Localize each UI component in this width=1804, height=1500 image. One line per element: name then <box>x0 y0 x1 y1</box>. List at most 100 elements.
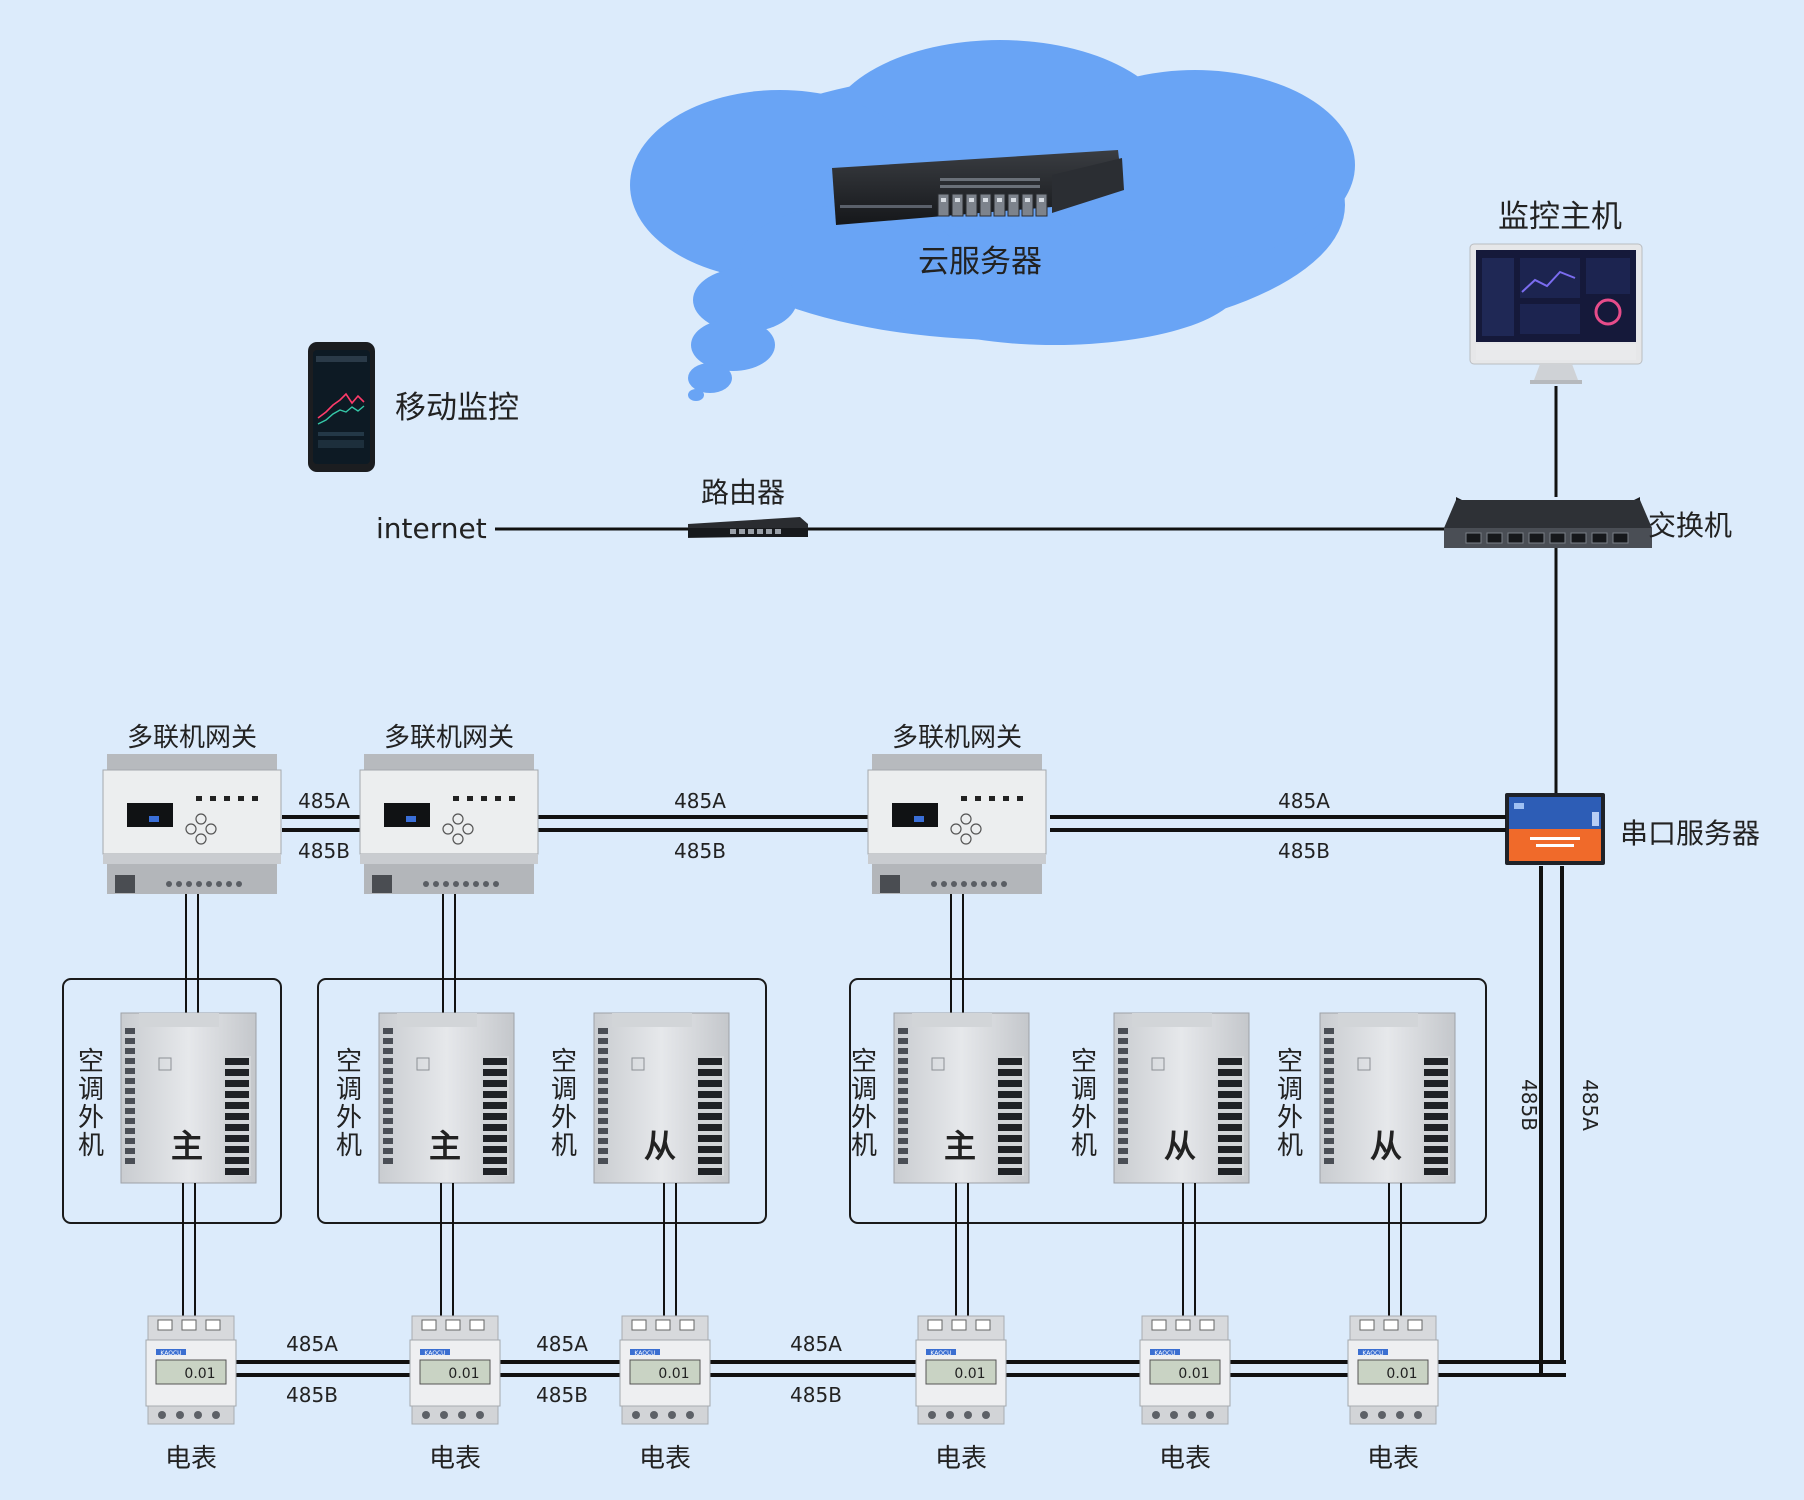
svg-text:机: 机 <box>1277 1131 1303 1161</box>
meter-brand-badge <box>1150 1349 1180 1355</box>
gw-bus-a-label-3: 485A <box>1278 789 1330 813</box>
meter-brand-badge <box>1358 1349 1388 1355</box>
vertical-bus-b-label: 485B <box>1517 1079 1541 1131</box>
meter-brand-badge <box>630 1349 660 1355</box>
svg-text:机: 机 <box>851 1131 877 1161</box>
network-switch-icon <box>1444 497 1652 548</box>
multi-split-gateway-2: 多联机网关 <box>359 723 539 1013</box>
svg-text:机: 机 <box>336 1131 362 1161</box>
svg-text:空: 空 <box>851 1047 877 1077</box>
svg-text:调: 调 <box>551 1075 577 1105</box>
switch-label: 交换机 <box>1648 509 1732 542</box>
ac-outdoor-unit-3: 空调外机从 <box>551 1012 730 1316</box>
svg-text:外: 外 <box>1071 1103 1097 1133</box>
meter-lcd-value: 0.01 <box>954 1366 985 1382</box>
router-icon <box>688 517 808 538</box>
meter-lcd <box>925 1359 997 1385</box>
meter-lcd-value: 0.01 <box>184 1366 215 1382</box>
meter-lcd <box>629 1359 701 1385</box>
svg-text:机: 机 <box>78 1131 104 1161</box>
meter-brand-badge <box>926 1349 956 1355</box>
meter-lcd-value: 0.01 <box>1178 1366 1209 1382</box>
meter-brand-text: KAOCU <box>1154 1350 1175 1357</box>
ac-unit-role-label: 主 <box>429 1127 461 1165</box>
bus-labels: 485A485B485A485B485A485B485A485B485A485B… <box>286 789 1602 1407</box>
ac-outdoor-unit-2: 空调外机主 <box>336 1012 515 1316</box>
meter-brand-text: KAOCU <box>634 1350 655 1357</box>
vertical-bus-a-label: 485A <box>1578 1079 1602 1131</box>
multi-split-gateway-1: 多联机网关 <box>102 723 282 1013</box>
ac-group-boxes <box>62 978 1487 1224</box>
svg-text:外: 外 <box>78 1103 104 1133</box>
gateway-label: 多联机网关 <box>892 723 1022 753</box>
meter-label: 电表 <box>1159 1444 1211 1474</box>
desktop-monitor-icon <box>1469 243 1643 384</box>
gw-bus-b-label-1: 485B <box>298 839 350 863</box>
energy-meter-1: KAOCU 0.01 电表 <box>145 1315 237 1474</box>
gateway-screen <box>384 803 430 827</box>
svg-text:外: 外 <box>851 1103 877 1133</box>
meter-bus-b-label-2: 485B <box>536 1383 588 1407</box>
smartphone-icon <box>308 342 375 472</box>
meter-brand-text: KAOCU <box>1362 1350 1383 1357</box>
svg-text:外: 外 <box>551 1103 577 1133</box>
svg-text:调: 调 <box>851 1075 877 1105</box>
svg-text:调: 调 <box>336 1075 362 1105</box>
svg-text:调: 调 <box>1071 1075 1097 1105</box>
meter-lcd <box>1149 1359 1221 1385</box>
meter-label: 电表 <box>165 1444 217 1474</box>
svg-text:空: 空 <box>551 1047 577 1077</box>
rs485-bus-lines <box>234 815 1566 1377</box>
serial-server-icon <box>1505 793 1605 865</box>
svg-text:调: 调 <box>78 1075 104 1105</box>
ac-outdoor-unit-1: 空调外机主 <box>78 1012 257 1316</box>
gateway-devices: 多联机网关 多联机网关 多联机网关 <box>102 723 1047 1013</box>
ac-group-box-1 <box>62 978 282 1224</box>
meter-lcd <box>155 1359 227 1385</box>
gateway-screen <box>127 803 173 827</box>
svg-text:外: 外 <box>1277 1103 1303 1133</box>
svg-text:调: 调 <box>1277 1075 1303 1105</box>
svg-text:空: 空 <box>78 1047 104 1077</box>
ac-unit-role-label: 从 <box>644 1127 676 1165</box>
meter-label: 电表 <box>639 1444 691 1474</box>
gw-bus-a-label-2: 485A <box>674 789 726 813</box>
ac-unit-role-label: 主 <box>171 1127 203 1165</box>
meter-lcd-value: 0.01 <box>448 1366 479 1382</box>
energy-meter-4: KAOCU 0.01 电表 <box>915 1315 1007 1474</box>
meter-lcd-value: 0.01 <box>1386 1366 1417 1382</box>
multi-split-gateway-3: 多联机网关 <box>867 723 1047 1013</box>
gw-bus-b-label-2: 485B <box>674 839 726 863</box>
ac-outdoor-unit-4: 空调外机主 <box>851 1012 1030 1316</box>
energy-meter-5: KAOCU 0.01 电表 <box>1139 1315 1231 1474</box>
svg-text:机: 机 <box>1071 1131 1097 1161</box>
cloud-shape <box>630 40 1355 401</box>
meter-brand-badge <box>420 1349 450 1355</box>
gw-bus-a-label-1: 485A <box>298 789 350 813</box>
meter-brand-text: KAOCU <box>160 1350 181 1357</box>
gateway-label: 多联机网关 <box>127 723 257 753</box>
svg-text:空: 空 <box>1277 1047 1303 1077</box>
meter-label: 电表 <box>1367 1444 1419 1474</box>
meter-brand-text: KAOCU <box>930 1350 951 1357</box>
meter-bus-b-label-1: 485B <box>286 1383 338 1407</box>
ac-unit-role-label: 主 <box>944 1127 976 1165</box>
ac-group-box-3 <box>849 978 1487 1224</box>
monitor-host-label: 监控主机 <box>1498 199 1622 235</box>
meter-label: 电表 <box>935 1444 987 1474</box>
mobile-monitoring-label: 移动监控 <box>395 390 519 426</box>
meter-brand-text: KAOCU <box>424 1350 445 1357</box>
energy-meter-6: KAOCU 0.01 电表 <box>1347 1315 1439 1474</box>
ac-unit-role-label: 从 <box>1370 1127 1402 1165</box>
meter-label: 电表 <box>429 1444 481 1474</box>
rack-server-icon <box>832 150 1124 225</box>
svg-text:机: 机 <box>551 1131 577 1161</box>
meter-lcd <box>419 1359 491 1385</box>
